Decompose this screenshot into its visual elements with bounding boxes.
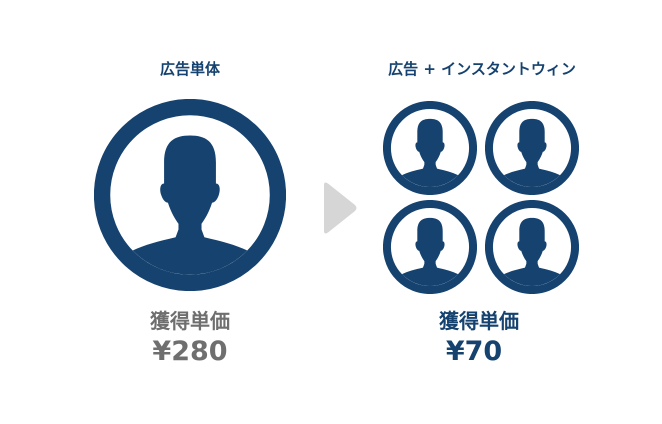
user-avatar-icon: [485, 101, 579, 195]
single-ad-cpa-label: 獲得単価: [150, 309, 230, 333]
single-ad-cpa-value: ¥280: [152, 336, 228, 367]
instant-win-cpa-label: 獲得単価: [439, 309, 519, 333]
instant-win-cpa-value: ¥70: [445, 336, 503, 367]
single-user-avatar-icon: [94, 99, 286, 291]
user-avatar-icon: [383, 101, 477, 195]
user-avatar-icon: [383, 200, 477, 294]
ad-plus-instant-win-heading: 広告 + インスタントウィン: [388, 60, 576, 78]
single-ad-heading: 広告単体: [159, 60, 220, 78]
triangle-right-arrow-icon: [324, 182, 357, 234]
user-avatar-icon: [485, 200, 579, 294]
